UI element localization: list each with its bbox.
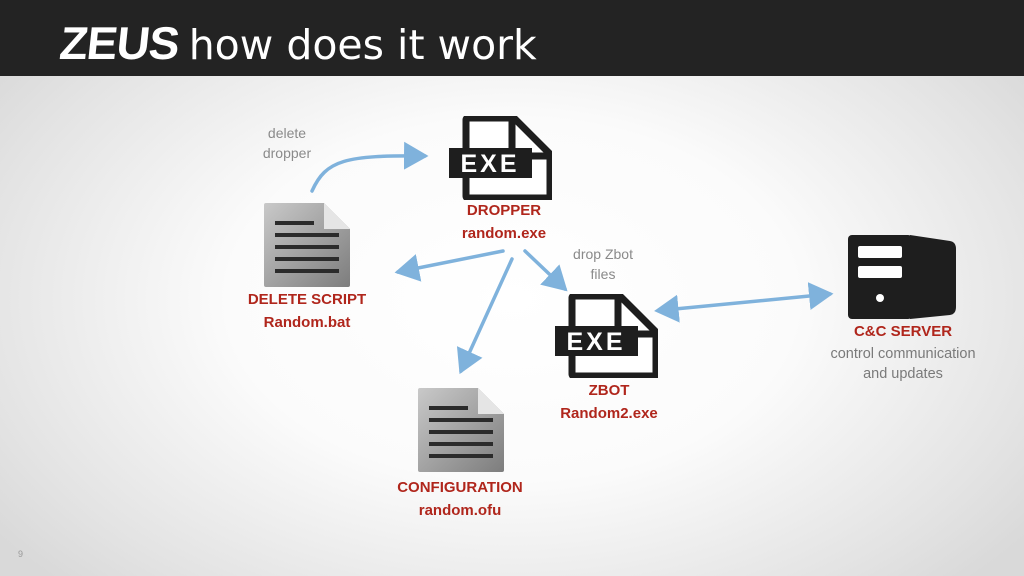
arrow-zbot-cc-server: [654, 282, 834, 323]
delete-dropper-note-line1: delete: [267, 125, 307, 141]
cc-server-description: control communication and updates: [810, 344, 996, 384]
configuration-title: CONFIGURATION: [397, 479, 523, 496]
cc-server-desc-line2: and updates: [863, 366, 943, 382]
exe-file-icon: EXE: [449, 116, 552, 200]
title-rest: how does it work: [188, 21, 537, 69]
arrow-dropper-to-configuration: [456, 257, 514, 375]
zbot-filename: Random2.exe: [560, 405, 658, 422]
configuration-label: CONFIGURATION random.ofu: [380, 476, 540, 522]
document-icon: [264, 203, 350, 287]
zbot-label: ZBOT Random2.exe: [544, 379, 674, 425]
cc-server-label: C&C SERVER: [853, 323, 953, 340]
drop-zbot-note-line1: drop Zbot: [573, 246, 633, 262]
drop-zbot-note-line2: files: [590, 266, 616, 282]
arrow-delete-dropper: [310, 141, 429, 193]
drop-zbot-note: drop Zbot files: [558, 244, 648, 284]
exe-icon-text: EXE: [566, 328, 625, 356]
delete-script-label: DELETE SCRIPT Random.bat: [233, 288, 381, 334]
delete-dropper-note: delete dropper: [248, 123, 326, 163]
zbot-title: ZBOT: [588, 382, 630, 399]
exe-icon-text: EXE: [460, 150, 519, 178]
delete-script-filename: Random.bat: [263, 314, 351, 331]
delete-dropper-note-line2: dropper: [262, 145, 312, 161]
cc-server-desc-line1: control communication: [830, 346, 976, 362]
server-tower-icon: [848, 235, 956, 319]
configuration-filename: random.ofu: [418, 502, 502, 519]
delete-script-title: DELETE SCRIPT: [247, 291, 367, 308]
arrow-dropper-to-zbot: [523, 249, 568, 292]
exe-file-icon: EXE: [555, 294, 658, 378]
dropper-title: DROPPER: [466, 202, 542, 219]
document-icon: [418, 388, 504, 472]
dropper-label: DROPPER random.exe: [444, 199, 564, 245]
dropper-filename: random.exe: [461, 225, 547, 242]
page-number: 9: [18, 549, 24, 559]
arrow-dropper-to-delete-script: [394, 249, 505, 282]
